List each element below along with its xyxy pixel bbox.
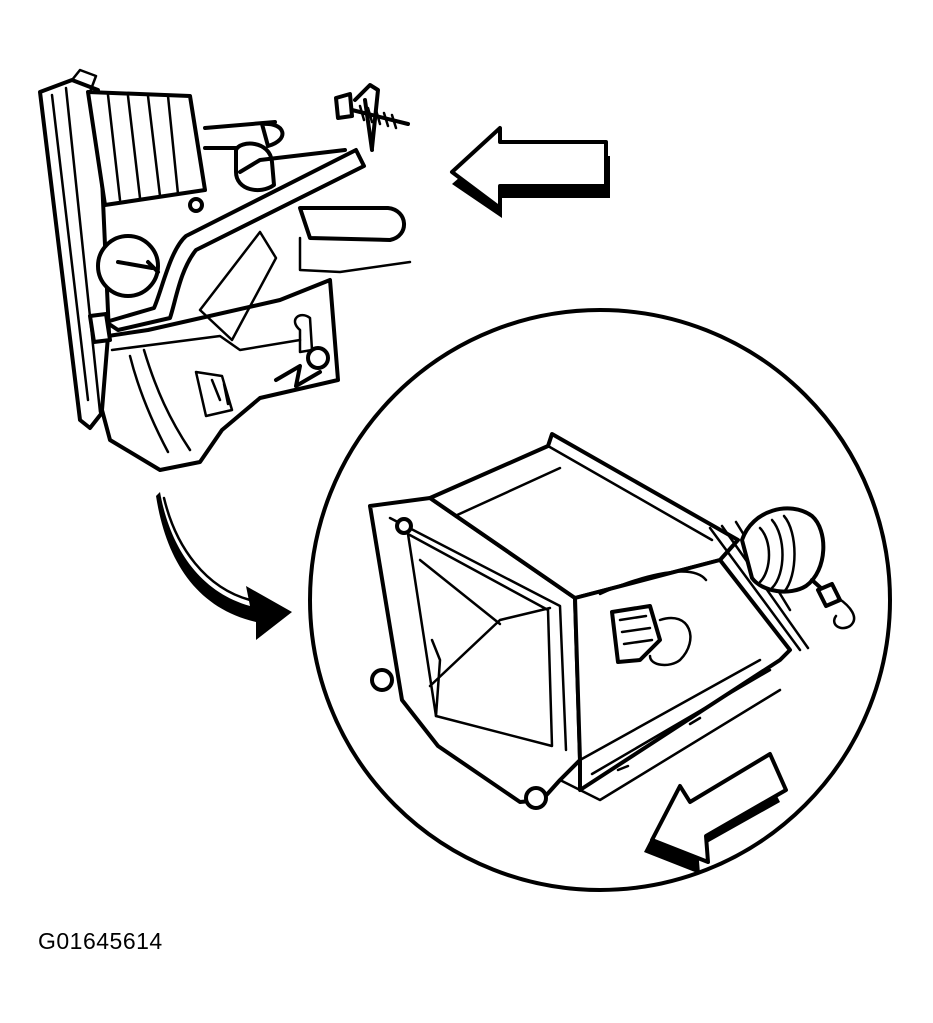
screw — [334, 92, 354, 120]
curved-arrow-icon — [156, 492, 292, 640]
figure-code: G01645614 — [38, 928, 163, 954]
arrow-left-icon — [450, 126, 610, 218]
detail-circle — [308, 308, 892, 892]
blower-motor — [96, 234, 160, 298]
arrow-down-left-icon — [644, 752, 788, 874]
installed-assembly-illustration — [38, 68, 412, 472]
corrugated-duct — [86, 90, 207, 207]
strap-bar — [104, 148, 366, 332]
blower-housing-detail — [368, 432, 856, 810]
